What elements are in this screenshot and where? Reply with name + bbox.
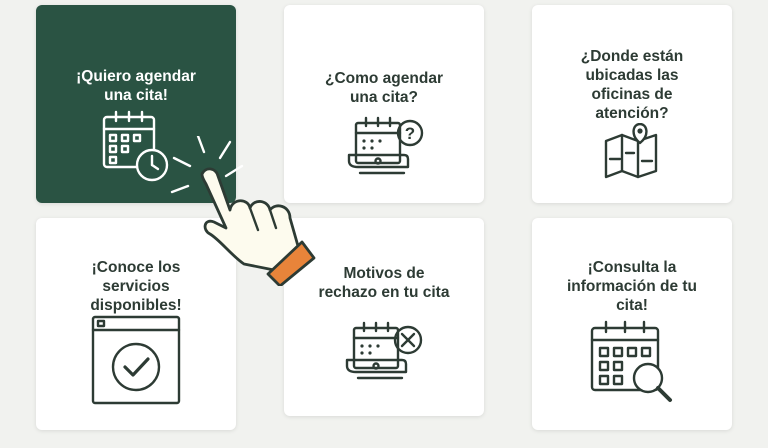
map-pin-icon [604, 123, 658, 179]
card-schedule-appointment[interactable]: ¡Quiero agendar una cita! [36, 5, 236, 203]
card-office-locations[interactable]: ¿Donde están ubicadas las oficinas de at… [532, 5, 732, 203]
calendar-cancel-icon [345, 321, 423, 380]
window-check-icon [91, 315, 181, 405]
svg-text:?: ? [405, 124, 415, 143]
card-available-services[interactable]: ¡Conoce los servicios disponibles! [36, 218, 236, 430]
card-title: ¿Donde están ubicadas las oficinas de at… [580, 48, 684, 122]
card-appointment-info[interactable]: ¡Consulta la información de tu cita! [532, 218, 732, 430]
card-title: ¡Conoce los servicios disponibles! [90, 259, 182, 314]
card-title: ¡Quiero agendar una cita! [76, 68, 196, 104]
calendar-search-icon [590, 320, 672, 402]
card-rejection-reasons[interactable]: Motivos de rechazo en tu cita [284, 218, 484, 416]
card-title: ¡Consulta la información de tu cita! [566, 259, 698, 314]
card-title: Motivos de rechazo en tu cita [318, 265, 450, 301]
card-title: ¿Como agendar una cita? [325, 70, 443, 106]
calendar-clock-icon [102, 110, 169, 182]
calendar-question-icon: ? [347, 116, 424, 175]
card-how-to-schedule[interactable]: ¿Como agendar una cita? ? [284, 5, 484, 203]
pointing-hand-cursor-icon [170, 136, 316, 286]
